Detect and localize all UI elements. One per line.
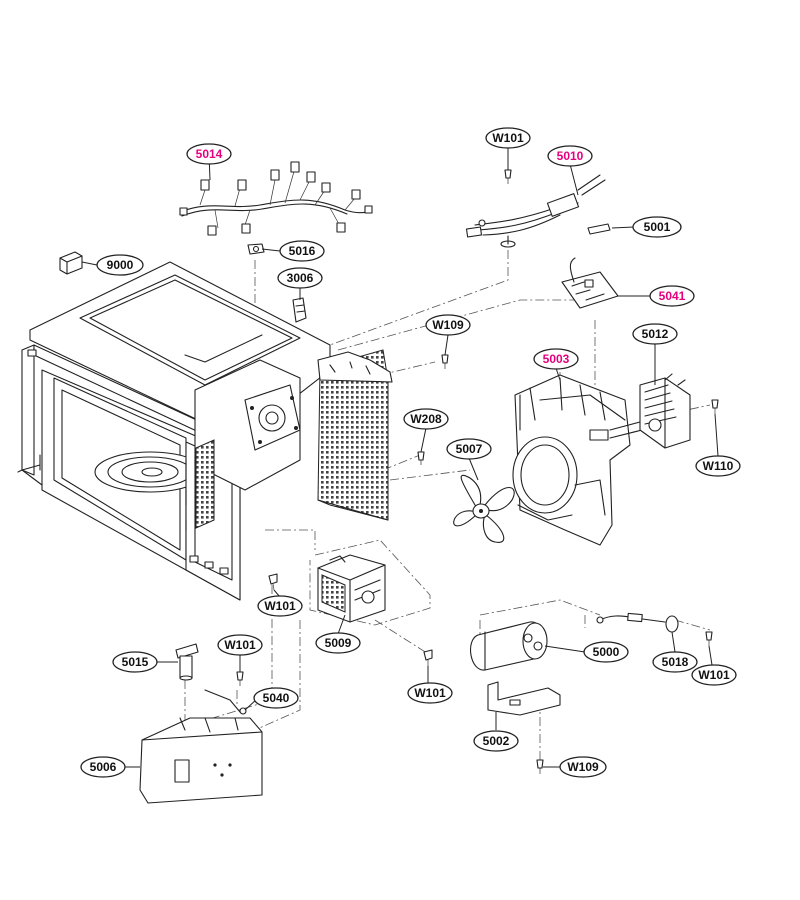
svg-text:5001: 5001 <box>644 220 671 234</box>
svg-text:5012: 5012 <box>642 327 669 341</box>
svg-text:9000: 9000 <box>107 258 134 272</box>
callout-5006: 5006 <box>80 756 126 778</box>
screws <box>236 169 719 774</box>
svg-text:5014: 5014 <box>196 147 223 161</box>
oven-cavity-assembly <box>17 261 393 601</box>
callouts: 5014 W101 5010 5001 9000 5016 3006 5041 … <box>80 127 741 778</box>
part-5016-clip <box>247 243 265 255</box>
part-5010-fuse-harness <box>465 174 606 248</box>
svg-text:5000: 5000 <box>593 645 620 659</box>
part-5018-diode <box>596 612 679 633</box>
callout-5015: 5015 <box>112 651 158 673</box>
part-5015-coupler <box>175 643 199 681</box>
part-5012-fan-motor <box>639 373 691 449</box>
callout-w101-left: W101 <box>257 595 303 617</box>
part-5006-base <box>139 717 263 804</box>
callout-5016: 5016 <box>279 240 325 262</box>
callout-5001: 5001 <box>632 216 682 238</box>
part-5001-rod <box>587 223 611 235</box>
part-3006-switch <box>292 297 307 323</box>
callout-5003: 5003 <box>533 348 579 370</box>
svg-text:5006: 5006 <box>90 760 117 774</box>
callout-w101-center: W101 <box>217 634 263 656</box>
part-5000-capacitor <box>469 621 548 671</box>
part-9000-block <box>59 251 83 275</box>
svg-text:5040: 5040 <box>263 691 290 705</box>
wire-harness-5014 <box>179 161 373 236</box>
callout-5007: 5007 <box>446 438 492 460</box>
part-5007-fan-blade <box>453 474 515 543</box>
svg-text:5015: 5015 <box>122 655 149 669</box>
callout-w101-bottom: W101 <box>407 682 453 704</box>
part-5009-magnetron <box>317 554 386 623</box>
callout-w109-mid: W109 <box>425 314 471 336</box>
callout-5040: 5040 <box>253 687 299 709</box>
part-5041-pcb <box>561 257 619 309</box>
callout-5000: 5000 <box>583 641 629 663</box>
part-5040-lever <box>204 689 247 715</box>
svg-text:W101: W101 <box>414 686 446 700</box>
callout-w101-right: W101 <box>691 664 737 686</box>
svg-text:W208: W208 <box>410 412 442 426</box>
svg-text:W101: W101 <box>492 131 524 145</box>
callout-5041: 5041 <box>649 285 695 307</box>
part-5003-fan-housing <box>512 374 643 546</box>
svg-text:W109: W109 <box>432 318 464 332</box>
callout-5018: 5018 <box>652 651 698 673</box>
callout-w109-bottom: W109 <box>559 756 607 778</box>
svg-text:W101: W101 <box>698 668 730 682</box>
callout-w208: W208 <box>403 408 449 430</box>
svg-text:3006: 3006 <box>287 271 314 285</box>
svg-text:5018: 5018 <box>662 655 689 669</box>
svg-text:5010: 5010 <box>557 149 584 163</box>
svg-text:5002: 5002 <box>483 734 510 748</box>
callout-9000: 9000 <box>96 254 144 276</box>
callout-5009: 5009 <box>315 632 361 654</box>
callout-5012: 5012 <box>632 323 678 345</box>
svg-text:W109: W109 <box>567 760 599 774</box>
callout-5014: 5014 <box>186 143 232 165</box>
callout-w110: W110 <box>695 455 741 477</box>
callout-5002: 5002 <box>473 730 519 752</box>
part-5002-bracket <box>487 681 561 716</box>
svg-text:5041: 5041 <box>659 289 686 303</box>
svg-text:5016: 5016 <box>289 244 316 258</box>
svg-text:W110: W110 <box>703 459 734 473</box>
svg-text:5007: 5007 <box>456 442 483 456</box>
svg-text:W101: W101 <box>224 638 256 652</box>
svg-text:5009: 5009 <box>325 636 352 650</box>
callout-leaders <box>81 147 719 768</box>
svg-text:W101: W101 <box>264 599 296 613</box>
callout-3006: 3006 <box>277 267 323 289</box>
callout-w101-top: W101 <box>485 127 531 149</box>
callout-5010: 5010 <box>547 145 593 167</box>
svg-text:5003: 5003 <box>543 352 570 366</box>
